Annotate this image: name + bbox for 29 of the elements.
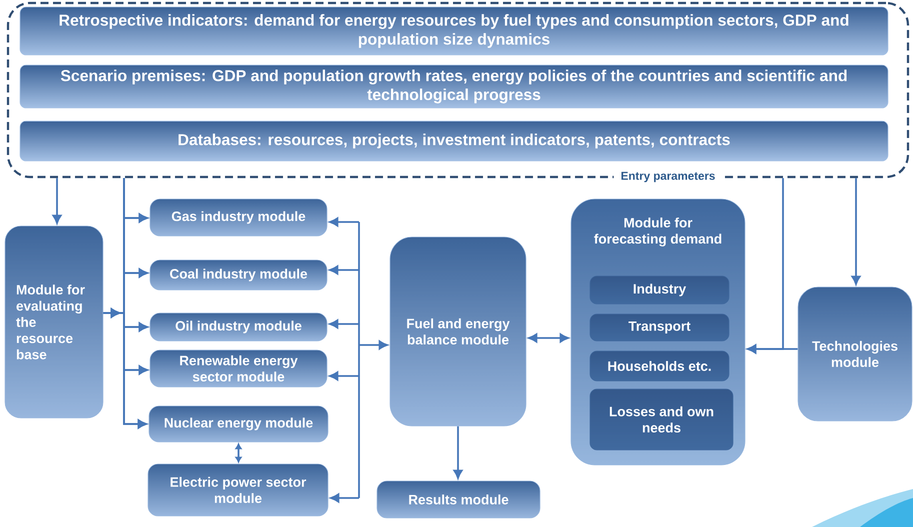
module-box: Coal industry module bbox=[150, 260, 328, 290]
module-box: Module for evaluating the resource base bbox=[4, 226, 104, 418]
sector-box: Losses and own needs bbox=[590, 388, 734, 450]
arrow bbox=[235, 444, 242, 462]
arrow bbox=[747, 178, 784, 354]
arrow bbox=[851, 178, 861, 285]
panel-heading: Module for forecasting demand bbox=[594, 218, 722, 246]
module-box: Electric power sector module bbox=[148, 464, 328, 516]
frame-label: Entry parameters bbox=[614, 170, 722, 184]
arrow bbox=[528, 333, 569, 343]
arrow bbox=[329, 217, 359, 227]
arrow bbox=[330, 493, 359, 503]
input-band: Retrospective indicators: demand for energy resources by fuel types and consumption sectors, GDP and population size dynamics bbox=[20, 6, 888, 56]
module-box: Technologies module bbox=[798, 286, 912, 422]
arrow bbox=[329, 319, 359, 329]
module-box: Nuclear energy module bbox=[148, 406, 328, 442]
arrow bbox=[329, 371, 359, 381]
module-box: Results module bbox=[376, 480, 540, 518]
module-box: Renewable energy sector module bbox=[150, 350, 328, 388]
module-box: Oil industry module bbox=[150, 312, 328, 342]
sector-box: Industry bbox=[590, 276, 730, 304]
module-box: Fuel and energy balance module bbox=[390, 236, 526, 426]
arrow bbox=[453, 426, 463, 479]
sector-box: Households etc. bbox=[590, 350, 730, 382]
input-band: Databases: resources, projects, investment indicators, patents, contracts bbox=[20, 120, 888, 162]
input-band: Scenario premises: GDP and population growth rates, energy policies of the countries and scientific and technological progress bbox=[20, 64, 888, 108]
sector-box: Transport bbox=[590, 314, 730, 342]
arrow bbox=[103, 308, 147, 429]
module-box: Gas industry module bbox=[150, 198, 328, 236]
